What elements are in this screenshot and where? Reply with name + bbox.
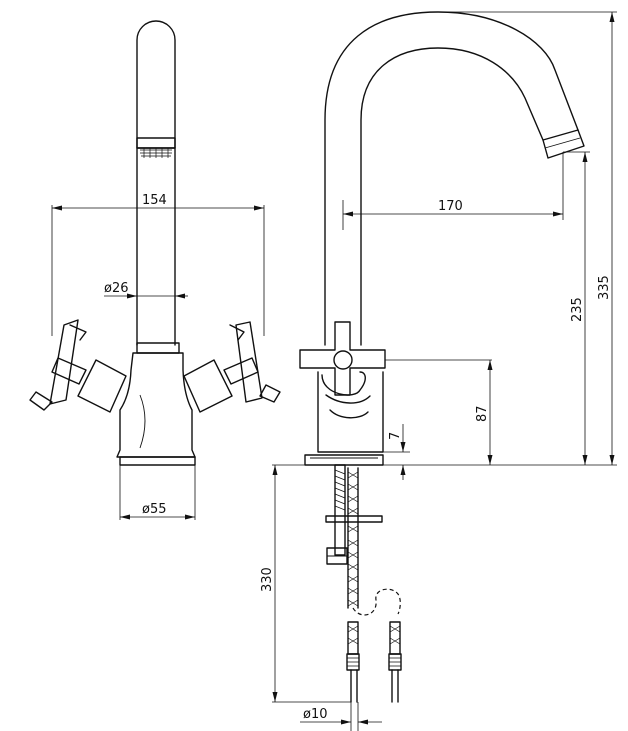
- front-aerator: [136, 137, 176, 158]
- hose-length-label: 330: [260, 567, 275, 592]
- side-valve-disc: [321, 371, 366, 396]
- dimension-outlet-height: 235: [570, 152, 588, 465]
- front-right-handle: [183, 321, 281, 413]
- outlet-height-label: 235: [570, 297, 585, 322]
- side-mounting-plate: [325, 515, 383, 523]
- front-left-handle: [29, 319, 127, 413]
- side-braided-hose: [347, 467, 401, 616]
- front-body: [116, 352, 196, 458]
- dimension-handle-span: 154: [51, 193, 265, 336]
- front-base: [119, 456, 196, 466]
- front-spout: [136, 20, 176, 346]
- overall-height-label: 335: [597, 275, 612, 300]
- side-spout: [324, 11, 579, 346]
- hose-diameter-label: ø10: [303, 707, 328, 722]
- dimension-base-diameter: ø55: [119, 465, 196, 520]
- base-thickness-label: 7: [388, 432, 403, 440]
- spout-diameter-label: ø26: [104, 281, 129, 296]
- front-view: 154 ø26 ø55: [29, 20, 281, 520]
- dimension-overall-height: 335: [597, 12, 615, 465]
- dimension-spout-diameter: ø26: [104, 281, 188, 299]
- side-base: [304, 454, 384, 466]
- dimension-hose-diameter: ø10: [300, 702, 382, 731]
- front-collar: [136, 342, 180, 354]
- dimension-base-thickness: 7: [388, 424, 406, 480]
- side-threaded-rod: [334, 464, 346, 556]
- side-hose-ends: [346, 621, 402, 703]
- handle-span-label: 154: [142, 193, 167, 208]
- side-cross-handle: [299, 321, 386, 396]
- side-spout-tip: [542, 129, 585, 159]
- side-view: 170 235 335 87 7: [260, 11, 617, 731]
- spout-reach-label: 170: [438, 199, 463, 214]
- handle-height-label: 87: [475, 405, 490, 422]
- side-body: [317, 371, 384, 453]
- base-diameter-label: ø55: [142, 502, 167, 517]
- dimension-hose-length: 330: [260, 464, 351, 703]
- dimension-handle-height: 87: [475, 360, 493, 465]
- dimension-spout-reach: 170: [342, 152, 564, 230]
